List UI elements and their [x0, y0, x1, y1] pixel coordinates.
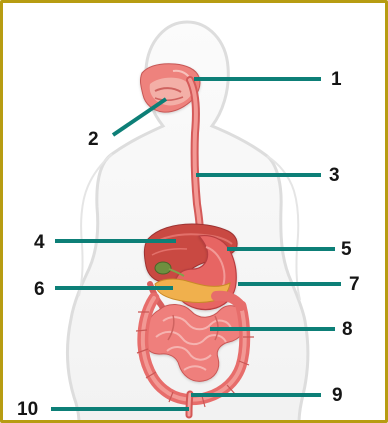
- callout-label-2: 2: [88, 129, 99, 150]
- callout-label-7: 7: [349, 274, 360, 295]
- callout-label-4: 4: [34, 232, 45, 253]
- callout-label-1: 1: [331, 69, 342, 90]
- callout-label-6: 6: [34, 279, 45, 300]
- callout-label-9: 9: [332, 385, 343, 406]
- rectum-icon: [189, 394, 190, 415]
- callout-label-10: 10: [17, 399, 38, 420]
- digestive-system-diagram: 1 2 3 4 5 6 7 8 9 10: [3, 3, 388, 423]
- callout-label-8: 8: [342, 319, 353, 340]
- callout-label-5: 5: [341, 239, 352, 260]
- callout-label-3: 3: [329, 165, 340, 186]
